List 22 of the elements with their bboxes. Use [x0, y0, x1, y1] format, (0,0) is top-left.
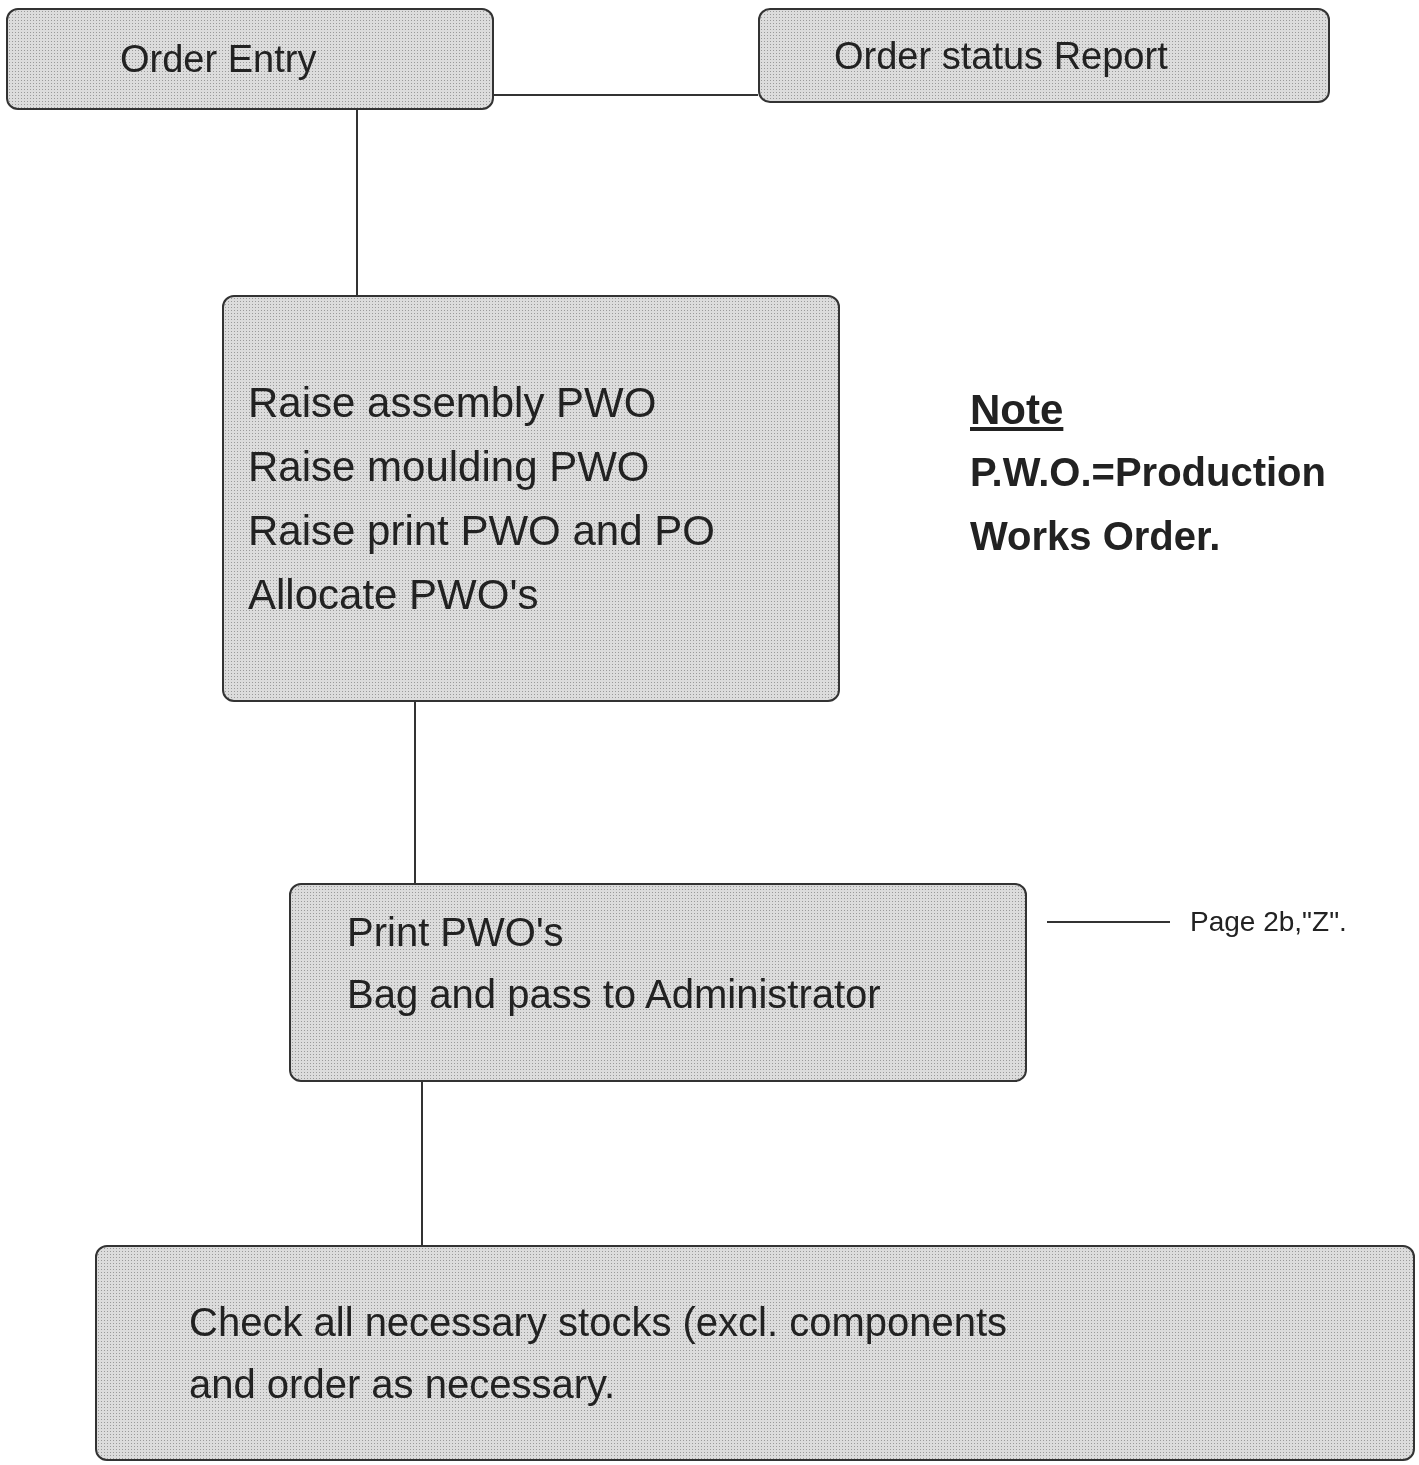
connector-line: [493, 94, 759, 96]
connector-line: [414, 701, 416, 884]
process-box: [6, 8, 494, 110]
box-text: Print PWO's: [347, 909, 565, 956]
process-box: [222, 295, 840, 702]
process-box: [95, 1245, 1415, 1461]
page-reference: Page 2b,"Z".: [1190, 906, 1347, 938]
box-text: Raise print PWO and PO: [248, 505, 716, 556]
box-text: Allocate PWO's: [248, 569, 540, 620]
box-text: Order status Report: [834, 33, 1169, 79]
process-box: [758, 8, 1330, 103]
box-text: Order Entry: [120, 37, 318, 82]
connector-line: [1046, 921, 1171, 923]
connector-line: [421, 1081, 423, 1246]
note-heading: Note: [970, 385, 1064, 435]
connector-line: [356, 109, 358, 296]
note-text: P.W.O.=Production Works Order.: [970, 449, 1327, 560]
box-text: Check all necessary stocks (excl. components and order as necessary.: [189, 1299, 1009, 1408]
box-text: Raise moulding PWO: [248, 441, 651, 492]
box-text: Raise assembly PWO: [248, 377, 658, 428]
process-box: [289, 883, 1027, 1082]
box-text: Bag and pass to Administrator: [347, 971, 882, 1018]
